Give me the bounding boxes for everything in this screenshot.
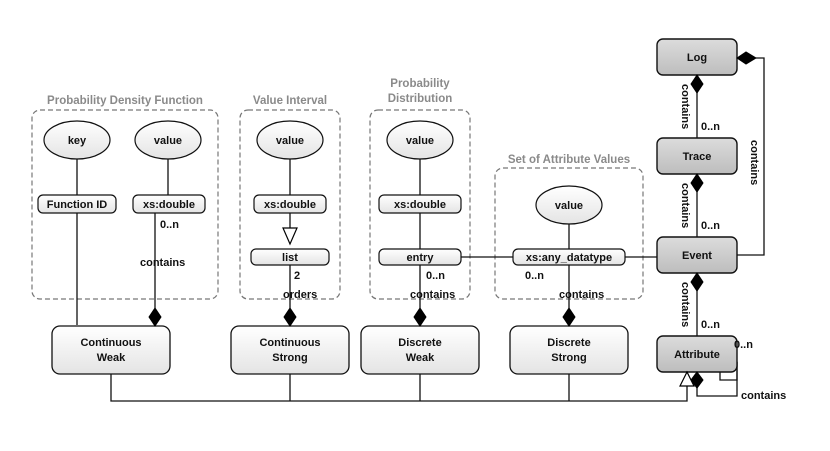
orders-label: orders [283, 289, 317, 301]
diamond-ds [562, 307, 576, 327]
node-key-label: key [68, 135, 87, 147]
contains-trace-event: contains [679, 183, 691, 228]
node-log-label: Log [687, 52, 707, 64]
diamond-cs [283, 307, 297, 327]
group-value-interval-label: Value Interval [253, 95, 327, 107]
node-xsd-pd [378, 194, 462, 214]
node-xsd-pdf [132, 194, 206, 214]
diamond-trace-event [690, 173, 704, 193]
node-continuous-weak [51, 325, 171, 375]
node-value-pd [386, 120, 454, 160]
node-discrete-strong-l1: Discrete [547, 337, 590, 349]
mult-list: 2 [294, 270, 300, 282]
node-trace-label: Trace [683, 151, 712, 163]
node-discrete-weak [360, 325, 480, 375]
mult-trace: 0..n [701, 121, 720, 133]
line-event-log [737, 57, 765, 256]
node-key [43, 120, 111, 160]
node-discrete-weak-l1: Discrete [398, 337, 441, 349]
diamond-attr-self [690, 371, 704, 389]
group-prob-dist-label-2: Distribution [388, 93, 453, 105]
node-xsd-pd-label: xs:double [394, 199, 446, 211]
mult-anydt: 0..n [525, 270, 544, 282]
node-any-datatype-label: xs:any_datatype [526, 252, 612, 264]
node-xsd-vi-label: xs:double [264, 199, 316, 211]
node-attribute-label: Attribute [674, 349, 720, 361]
diamond-dw [413, 307, 427, 327]
contains-log-trace: contains [679, 84, 691, 129]
mult-entry: 0..n [426, 270, 445, 282]
group-set-attr-label: Set of Attribute Values [508, 154, 630, 166]
node-value-set [535, 185, 603, 225]
contains-event-attr: contains [679, 282, 691, 327]
node-any-datatype [512, 248, 626, 266]
diamond-event-attr [690, 272, 704, 292]
diamond-log-event [736, 51, 757, 65]
contains-log-event: contains [748, 140, 760, 185]
node-list [250, 248, 330, 266]
triangle-attribute [679, 370, 695, 387]
node-value-pdf-label: value [154, 135, 182, 147]
node-value-pd-label: value [406, 135, 434, 147]
node-function-id-label: Function ID [47, 199, 108, 211]
contains-attr-self: contains [741, 390, 786, 402]
node-continuous-strong-l2: Strong [272, 352, 307, 364]
node-value-vi [256, 120, 324, 160]
node-value-vi-label: value [276, 135, 304, 147]
node-value-set-label: value [555, 200, 583, 212]
node-discrete-strong-l2: Strong [551, 352, 586, 364]
group-pdf-frame [31, 109, 219, 300]
node-xsd-pdf-label: xs:double [143, 199, 195, 211]
node-entry-label: entry [407, 252, 435, 264]
node-entry [378, 248, 462, 266]
group-pdf-label: Probability Density Function [47, 95, 203, 107]
node-continuous-strong-l1: Continuous [259, 337, 320, 349]
node-continuous-weak-l2: Weak [97, 352, 126, 364]
mult-event: 0..n [701, 220, 720, 232]
node-function-id [37, 194, 117, 214]
contains-pd: contains [410, 289, 455, 301]
node-list-label: list [282, 252, 298, 264]
group-prob-dist-label-1: Probability [390, 78, 450, 90]
node-continuous-strong [230, 325, 350, 375]
diamond-log-trace [690, 74, 704, 94]
node-discrete-weak-l2: Weak [406, 352, 435, 364]
mult-pdf: 0..n [160, 219, 179, 231]
node-event-label: Event [682, 250, 712, 262]
mult-attr-self: 0..n [734, 339, 753, 351]
line-bus [110, 374, 688, 402]
line-attr-self-outer [696, 362, 738, 397]
triangle-list [282, 227, 298, 246]
node-continuous-weak-l1: Continuous [80, 337, 141, 349]
diamond-cw [148, 307, 162, 327]
contains-pdf: contains [140, 257, 185, 269]
node-xsd-vi [253, 194, 327, 214]
contains-set: contains [559, 289, 604, 301]
mult-attribute: 0..n [701, 319, 720, 331]
node-value-pdf [134, 120, 202, 160]
node-discrete-strong [509, 325, 629, 375]
